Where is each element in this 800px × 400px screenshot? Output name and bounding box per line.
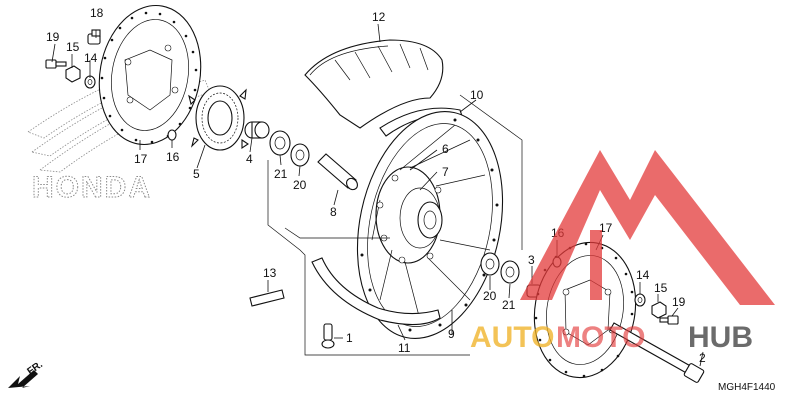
callout-9: 9 bbox=[448, 327, 455, 341]
watermark-hub: HUB bbox=[688, 321, 753, 354]
callout-20-left: 20 bbox=[293, 178, 307, 192]
callout-19-left: 19 bbox=[46, 30, 60, 44]
distance-collar-8 bbox=[317, 153, 358, 191]
callout-5: 5 bbox=[193, 167, 200, 181]
watermark-triangle-icon bbox=[520, 150, 775, 305]
callout-2: 2 bbox=[699, 351, 706, 365]
callout-7: 7 bbox=[442, 165, 449, 179]
bearing-21-right bbox=[500, 260, 520, 284]
right-fasteners bbox=[552, 256, 679, 325]
pulser-ring bbox=[188, 85, 249, 151]
balance-weight bbox=[249, 289, 285, 307]
callout-13: 13 bbox=[263, 266, 277, 280]
bolt-18 bbox=[87, 29, 101, 45]
callout-12: 12 bbox=[372, 10, 386, 24]
callout-4: 4 bbox=[246, 152, 253, 166]
assembly-brackets bbox=[267, 94, 523, 356]
callout-labels: 18 19 15 14 17 16 5 4 21 20 8 12 10 6 7 … bbox=[46, 6, 706, 365]
bearing-21-left bbox=[269, 130, 291, 156]
callout-15-left: 15 bbox=[66, 40, 80, 54]
washer-16-left bbox=[167, 129, 177, 141]
callout-10: 10 bbox=[470, 88, 484, 102]
callout-18: 18 bbox=[90, 6, 104, 20]
callout-21-left: 21 bbox=[274, 167, 288, 181]
nut-15-left bbox=[65, 65, 81, 83]
callout-16-left: 16 bbox=[166, 150, 180, 164]
left-fasteners bbox=[45, 29, 177, 141]
front-axle bbox=[609, 322, 705, 383]
disc-vent-holes bbox=[100, 11, 198, 144]
right-brake-disc bbox=[533, 241, 637, 379]
direction-label: FR. bbox=[25, 359, 45, 377]
front-direction-indicator: FR. bbox=[8, 359, 45, 388]
washer-14-right bbox=[634, 293, 646, 307]
tire bbox=[304, 39, 444, 129]
callout-21-right: 21 bbox=[502, 298, 516, 312]
callout-20-right: 20 bbox=[483, 289, 497, 303]
tire-valve bbox=[321, 323, 335, 349]
nut-15-right bbox=[651, 301, 667, 319]
callout-11: 11 bbox=[398, 341, 411, 355]
seal-20-left bbox=[290, 143, 310, 167]
callout-8: 8 bbox=[330, 205, 337, 219]
callout-1: 1 bbox=[346, 331, 353, 345]
callout-14-right: 14 bbox=[636, 268, 650, 282]
honda-logo: HONDA bbox=[27, 61, 211, 205]
watermark-moto: MOTO bbox=[556, 321, 645, 354]
drawing-code: MGH4F1440 bbox=[718, 382, 776, 393]
callout-3: 3 bbox=[528, 253, 535, 267]
left-brake-disc bbox=[98, 4, 202, 146]
callout-15-right: 15 bbox=[654, 281, 668, 295]
seal-20-right bbox=[480, 252, 500, 276]
spoke-nipples bbox=[360, 118, 499, 332]
bolt-19-left bbox=[45, 59, 67, 69]
callout-17-right: 17 bbox=[599, 221, 613, 235]
bolt-19-right bbox=[659, 315, 679, 325]
callout-19-right: 19 bbox=[672, 295, 686, 309]
callout-6: 6 bbox=[442, 142, 449, 156]
rim-band bbox=[311, 257, 441, 326]
watermark: AUTO MOTO HUB bbox=[470, 150, 775, 354]
arrow-icon bbox=[8, 370, 38, 388]
collar-4 bbox=[244, 121, 270, 139]
watermark-auto: AUTO bbox=[470, 321, 554, 354]
callout-17-left: 17 bbox=[134, 152, 148, 166]
callout-14-left: 14 bbox=[84, 51, 98, 65]
wheel-hub bbox=[371, 124, 491, 321]
honda-wordmark: HONDA bbox=[32, 171, 152, 204]
